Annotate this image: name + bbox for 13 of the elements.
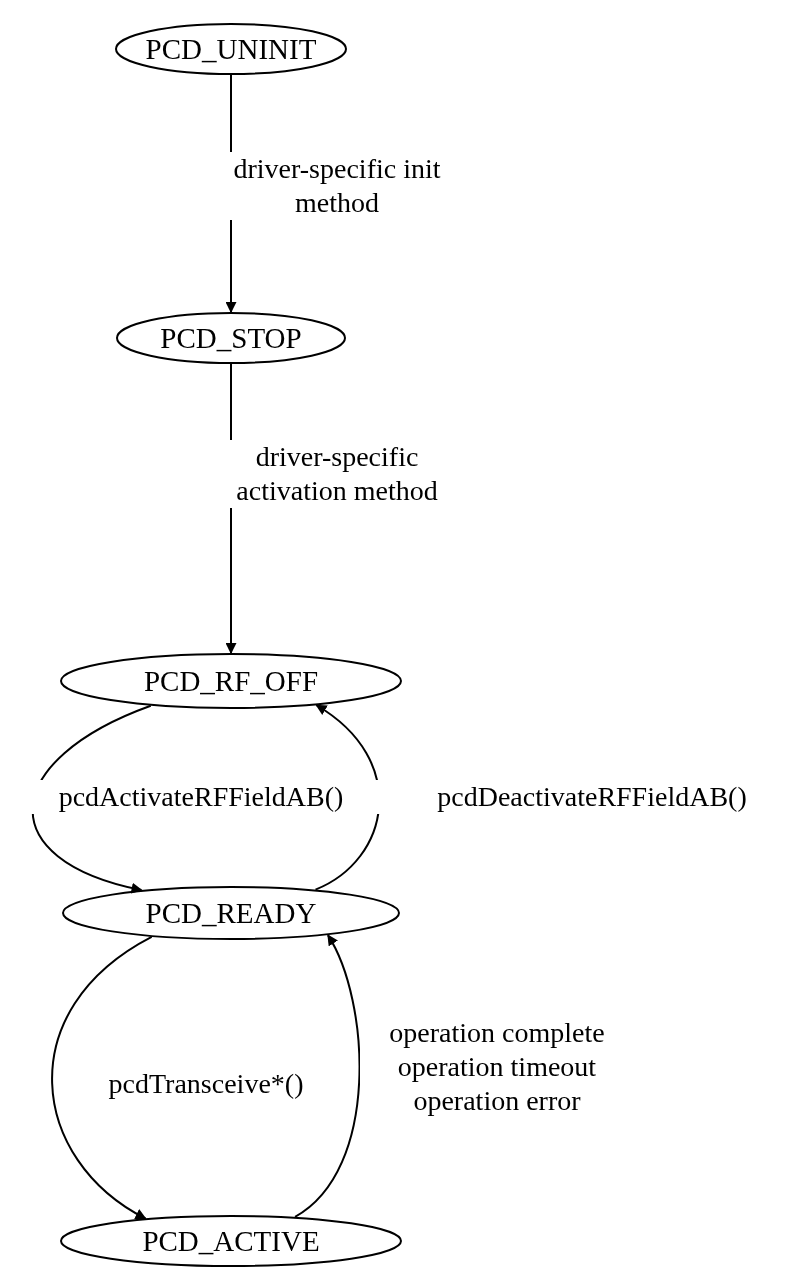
state-ellipse	[60, 1215, 402, 1267]
state-name: PCD_READY	[145, 896, 317, 930]
state-name: PCD_STOP	[160, 321, 302, 355]
transition-arrow	[31, 704, 152, 893]
transition-arrow	[294, 934, 361, 1218]
state-name: PCD_UNINIT	[145, 32, 317, 66]
state-ellipse	[62, 886, 400, 940]
state-ellipse	[116, 312, 346, 364]
state-ellipse	[60, 653, 402, 709]
transition-arrow	[51, 935, 153, 1220]
state-name: PCD_ACTIVE	[142, 1224, 320, 1258]
state-name: PCD_RF_OFF	[143, 664, 319, 698]
state-ellipse	[115, 23, 347, 75]
